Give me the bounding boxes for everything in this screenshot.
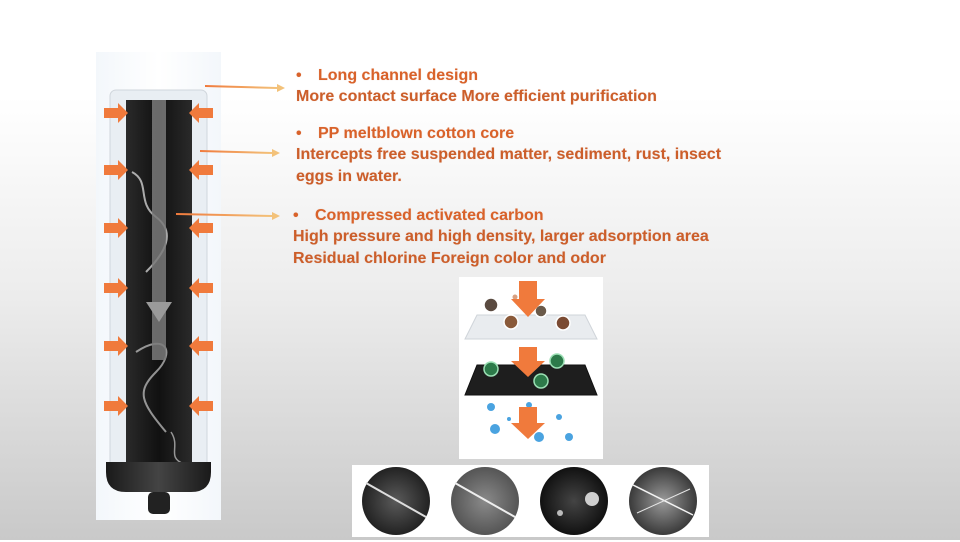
feature-description: Intercepts free suspended matter, sedime… xyxy=(296,146,722,163)
feature-pp-cotton: •PP meltblown cotton core Intercepts fre… xyxy=(296,124,721,188)
feature-description: eggs in water. xyxy=(296,168,402,185)
bullet-icon: • xyxy=(293,207,299,224)
feature-title: •Long channel design xyxy=(296,67,479,84)
feature-description: High pressure and high density, larger a… xyxy=(293,228,709,245)
filtration-layers-illustration xyxy=(464,281,598,442)
microscope-views-image xyxy=(352,465,709,537)
filter-cartridge-image xyxy=(96,52,221,520)
callout-arrow-1 xyxy=(205,84,285,92)
inflow-arrows-right xyxy=(189,103,213,416)
feature-title: •Compressed activated carbon xyxy=(293,207,544,224)
callout-arrow-3 xyxy=(176,212,280,220)
feature-activated-carbon: •Compressed activated carbon High pressu… xyxy=(293,206,709,270)
feature-description: More contact surface More efficient puri… xyxy=(296,88,657,105)
feature-title: •PP meltblown cotton core xyxy=(296,125,515,142)
microscope-views-illustration xyxy=(362,467,697,535)
filtration-layers-image xyxy=(459,277,603,459)
feature-long-channel: •Long channel design More contact surfac… xyxy=(296,66,657,108)
bullet-icon: • xyxy=(296,125,302,142)
callout-arrow-2 xyxy=(200,149,280,157)
inflow-arrows-left xyxy=(104,103,128,416)
filter-cartridge-illustration xyxy=(104,89,213,514)
bullet-icon: • xyxy=(296,67,302,84)
feature-description: Residual chlorine Foreign color and odor xyxy=(293,250,606,267)
